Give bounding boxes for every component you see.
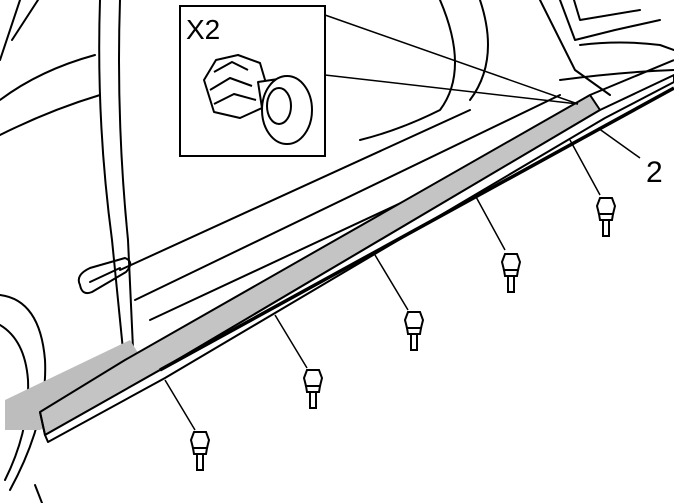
fender-shade [5, 340, 150, 430]
inset-multiplier: X2 [186, 14, 220, 45]
push-clip-icon [203, 54, 313, 145]
sill-molding [39, 59, 674, 443]
clip-fastener-5 [596, 197, 616, 237]
clip-leaders [164, 139, 601, 431]
clip-fastener-3 [404, 311, 424, 351]
clip-fastener-1 [190, 431, 210, 471]
callout-leader [597, 127, 641, 159]
inset-detail: X2 [179, 5, 579, 157]
clip-fastener-2 [303, 369, 323, 409]
clip-fastener-4 [501, 253, 521, 293]
callout-label: 2 [646, 156, 663, 189]
